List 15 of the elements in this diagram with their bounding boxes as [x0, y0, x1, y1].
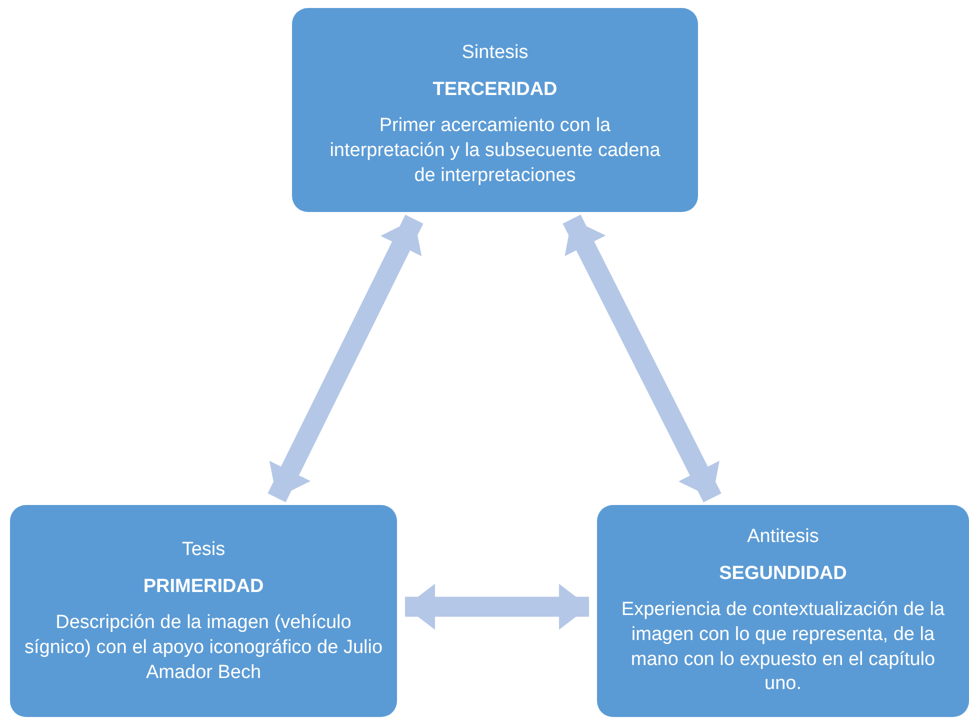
box-heading: Antitesis [747, 525, 819, 549]
box-title: SEGUNDIDAD [719, 562, 847, 586]
double-arrow [405, 584, 589, 630]
box-title: PRIMERIDAD [143, 574, 264, 599]
box-heading: Sintesis [462, 41, 528, 65]
box-heading: Tesis [182, 538, 226, 562]
process-box [10, 505, 397, 717]
process-box [292, 8, 698, 212]
double-arrow [268, 214, 424, 502]
box-title: TERCERIDAD [432, 78, 558, 102]
box-description: Primer acercamiento con la interpretación y la subsecuente cadena de interpretaciones [328, 114, 662, 188]
process-box [597, 505, 969, 717]
double-arrow [562, 214, 722, 502]
box-description: Descripción de la imagen (vehículo sígnico) con el apoyo iconográfico de Julio Amador Bech [24, 611, 383, 685]
box-description: Experiencia de contextualización de la imagen con lo que representa, de la mano con lo expuesto en el capítulo uno. [620, 598, 946, 696]
